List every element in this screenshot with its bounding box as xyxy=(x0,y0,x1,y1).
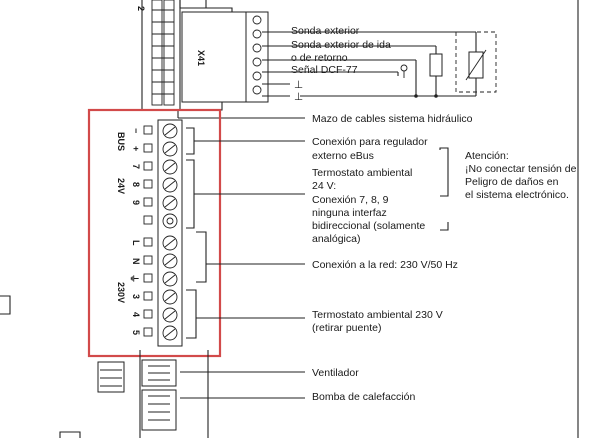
terminal-strip xyxy=(143,119,183,347)
label-sonda-exterior: Sonda exterior xyxy=(291,25,360,37)
x41-label: X41 xyxy=(196,50,206,66)
x41-pins xyxy=(252,15,262,95)
terminal-3: 3 xyxy=(131,294,141,299)
x41-connector xyxy=(181,11,247,103)
label-thermo24-5: bidireccional (solamente xyxy=(312,220,425,232)
terminal-9: 9 xyxy=(131,200,141,205)
label-ebus-2: externo eBus xyxy=(312,150,374,162)
terminal-7: 7 xyxy=(131,164,141,169)
fan-connector xyxy=(97,359,177,393)
highlight-frame xyxy=(87,108,222,358)
warning-title: Atención: xyxy=(465,150,509,162)
label-thermo230-2: (retirar puente) xyxy=(312,322,381,334)
label-ventilador: Ventilador xyxy=(312,367,359,379)
label-sonda-ida-1: Sonda exterior de ida xyxy=(291,39,391,51)
label-senal-dcf: Señal DCF-77 xyxy=(291,64,358,76)
warning-line-3: Peligro de daños en xyxy=(465,176,559,188)
pump-connector xyxy=(141,389,177,431)
terminal-N: N xyxy=(131,258,141,265)
label-red: Conexión a la red: 230 V/50 Hz xyxy=(312,259,458,271)
svg-text:⊥: ⊥ xyxy=(294,91,303,103)
label-thermo24-2: 24 V: xyxy=(312,180,336,192)
sensor-wiring: ⊥ ⊥ xyxy=(262,31,497,103)
terminal-bus-label: BUS xyxy=(116,132,126,151)
svg-text:⊥: ⊥ xyxy=(294,79,303,91)
terminal-230v-label: 230V xyxy=(116,282,126,303)
terminal-24v-label: 24V xyxy=(116,178,126,194)
label-bomba: Bomba de calefacción xyxy=(312,391,415,403)
label-thermo24-1: Termostato ambiental xyxy=(312,167,412,179)
label-thermo230-1: Termostato ambiental 230 V xyxy=(312,309,443,321)
terminal-L: L xyxy=(131,240,141,246)
label-thermo24-4: ninguna interfaz xyxy=(312,207,387,219)
top-connector-number: 2 xyxy=(136,6,146,11)
label-sonda-ida-2: o de retorno xyxy=(291,52,348,64)
label-thermo24-6: analógica) xyxy=(312,233,360,245)
label-ebus-1: Conexión para regulador xyxy=(312,136,428,148)
terminal-plus: + xyxy=(131,146,141,151)
label-thermo24-3: Conexión 7, 8, 9 xyxy=(312,194,389,206)
warning-line-2: ¡No conectar tensión de xyxy=(465,163,577,175)
terminal-minus: − xyxy=(131,128,141,133)
warning-line-4: el sistema electrónico. xyxy=(465,189,569,201)
terminal-5: 5 xyxy=(131,330,141,335)
terminal-4: 4 xyxy=(131,312,141,317)
label-harness: Mazo de cables sistema hidráulico xyxy=(312,113,473,125)
terminal-8: 8 xyxy=(131,182,141,187)
earth-icon: ⏚ xyxy=(129,274,139,283)
top-connector-pins xyxy=(151,0,175,106)
callout-brackets xyxy=(186,127,449,339)
